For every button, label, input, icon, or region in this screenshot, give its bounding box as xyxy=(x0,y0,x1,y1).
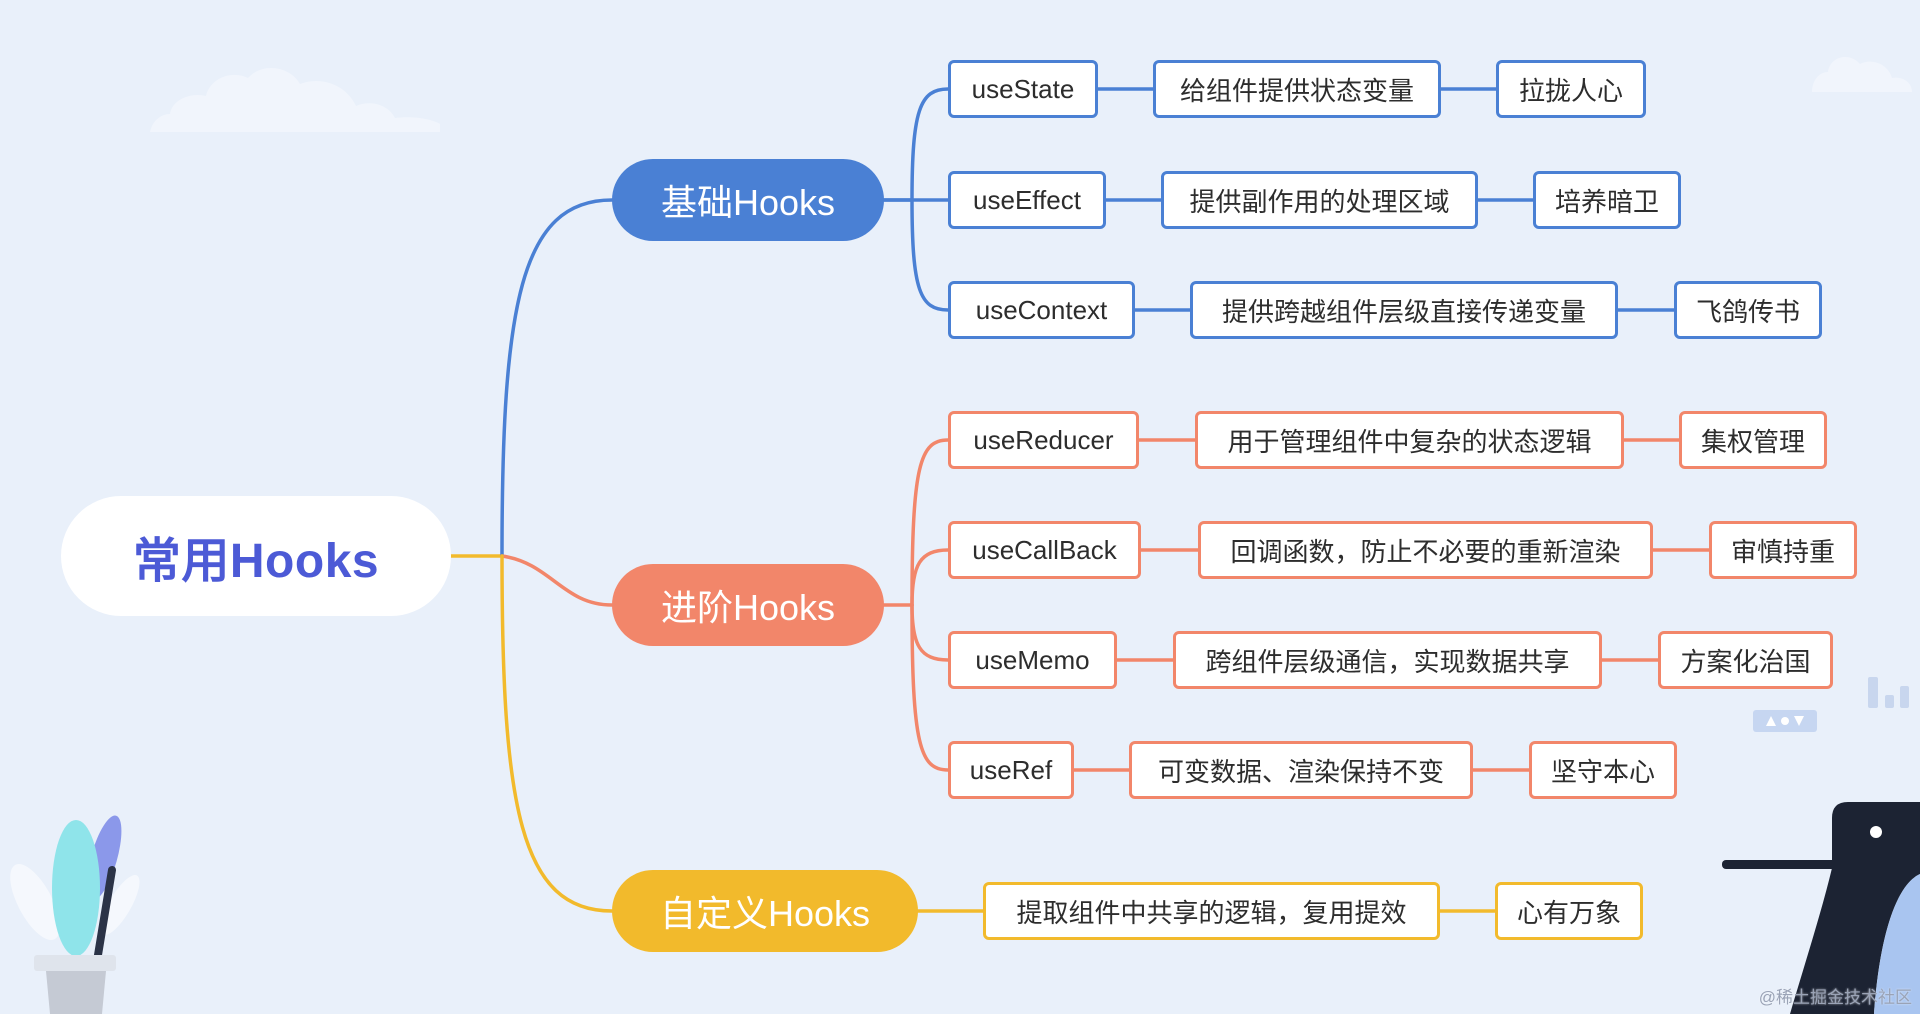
connector-advanced-usememo xyxy=(910,603,950,662)
analogy-node-usememo: 方案化治国 xyxy=(1658,631,1833,689)
character-arm xyxy=(1722,860,1852,869)
api-node-useref: useRef xyxy=(948,741,1074,799)
plant-leaf xyxy=(100,875,140,935)
api-node-usememo: useMemo xyxy=(948,631,1117,689)
pot-body xyxy=(46,971,106,1014)
character-body xyxy=(1790,802,1920,1014)
analogy-node-custom-hooks: 心有万象 xyxy=(1495,882,1643,940)
character-belly xyxy=(1874,874,1920,1014)
connector-basic-usecontext xyxy=(910,198,950,312)
api-node-usecallback: useCallBack xyxy=(948,521,1141,579)
watermark: @稀土掘金技术社区 xyxy=(1758,988,1912,1007)
description-node-usememo: 跨组件层级通信，实现数据共享 xyxy=(1173,631,1602,689)
cloud-shape xyxy=(150,67,440,132)
dot-icon xyxy=(1781,717,1789,725)
connector-advanced-usereducer xyxy=(910,438,950,607)
api-node-usereducer: useReducer xyxy=(948,411,1139,469)
arrow-down-icon xyxy=(1794,716,1804,726)
api-node-usestate: useState xyxy=(948,60,1098,118)
description-node-custom-hooks: 提取组件中共享的逻辑，复用提效 xyxy=(983,882,1440,940)
analogy-node-usecontext: 飞鸽传书 xyxy=(1674,281,1822,339)
cloud-shape xyxy=(1812,57,1912,92)
analogy-node-usereducer: 集权管理 xyxy=(1679,411,1827,469)
connector-advanced-useref xyxy=(910,603,950,772)
connector-basic-usestate xyxy=(882,87,950,202)
root-node: 常用Hooks xyxy=(61,496,451,616)
cloud-decoration xyxy=(150,57,1912,132)
character-illustration xyxy=(1722,802,1920,1014)
connector-root-advanced xyxy=(500,554,614,607)
description-node-usecallback: 回调函数，防止不必要的重新渲染 xyxy=(1198,521,1653,579)
bar-chart-icon[interactable] xyxy=(1868,677,1909,708)
branch-custom-hooks: 自定义Hooks xyxy=(612,870,918,952)
bar-chart-bar xyxy=(1868,677,1878,708)
analogy-node-useeffect: 培养暗卫 xyxy=(1533,171,1681,229)
branch-basic-hooks: 基础Hooks xyxy=(612,159,884,241)
description-node-usestate: 给组件提供状态变量 xyxy=(1153,60,1441,118)
description-node-usereducer: 用于管理组件中复杂的状态逻辑 xyxy=(1195,411,1624,469)
connector-root-basic xyxy=(500,198,614,558)
plant-leaf xyxy=(10,864,60,940)
plant-leaf xyxy=(52,820,100,956)
connector-advanced-usecallback xyxy=(910,548,950,607)
analogy-node-useref: 坚守本心 xyxy=(1529,741,1677,799)
bar-chart-bar xyxy=(1885,695,1894,708)
description-node-useref: 可变数据、渲染保持不变 xyxy=(1129,741,1473,799)
analogy-node-usecallback: 审慎持重 xyxy=(1709,521,1857,579)
character-eye xyxy=(1870,826,1882,838)
arrow-up-icon xyxy=(1766,716,1776,726)
plant-stem xyxy=(94,866,116,959)
api-node-useeffect: useEffect xyxy=(948,171,1106,229)
pot-rim xyxy=(34,955,116,971)
branch-advanced-hooks: 进阶Hooks xyxy=(612,564,884,646)
api-node-usecontext: useContext xyxy=(948,281,1135,339)
arrow-controls-icon[interactable] xyxy=(1753,710,1817,732)
description-node-usecontext: 提供跨越组件层级直接传递变量 xyxy=(1190,281,1618,339)
description-node-useeffect: 提供副作用的处理区域 xyxy=(1161,171,1478,229)
analogy-node-usestate: 拉拢人心 xyxy=(1496,60,1646,118)
connector-root-custom xyxy=(500,554,614,913)
bar-chart-bar xyxy=(1900,686,1909,708)
potted-plant-illustration xyxy=(10,815,140,1014)
